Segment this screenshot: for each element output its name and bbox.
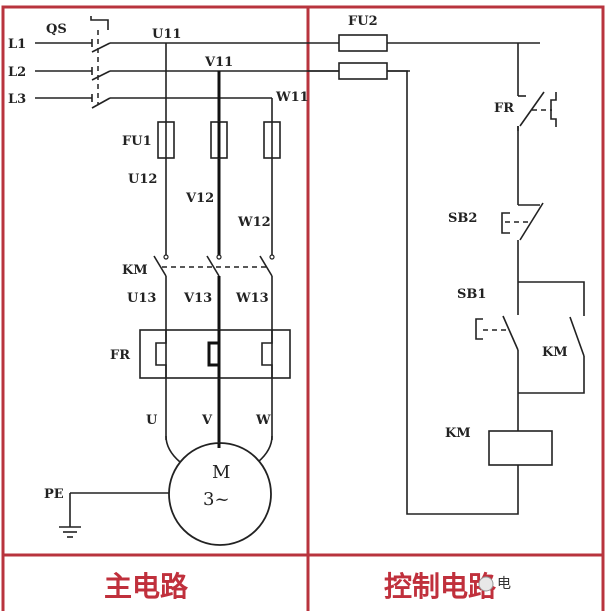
sb2-stop-button — [501, 202, 544, 241]
phase-label-l3: L3 — [8, 92, 26, 107]
fuse-fu2-1 — [338, 34, 388, 52]
contactor-label-km: KM — [122, 263, 148, 278]
km-contact-v — [206, 255, 220, 277]
watermark-icon — [478, 576, 494, 592]
fr-nc-contact — [517, 91, 557, 131]
km-main-contacts — [153, 254, 275, 277]
fuse-label-fu1: FU1 — [122, 134, 152, 149]
fr-heater-v — [207, 330, 221, 378]
fr-thermal-symbol — [550, 92, 557, 127]
node-w12: W12 — [237, 215, 271, 230]
overload-relay-fr — [139, 329, 291, 379]
km-aux-contact — [569, 316, 585, 357]
node-w13: W13 — [235, 291, 269, 306]
motor-terminal-w: W — [255, 413, 271, 428]
stop-button-label-sb2: SB2 — [448, 211, 477, 226]
qs-blade-1 — [91, 42, 111, 53]
motor-terminal-u: U — [146, 413, 158, 428]
node-u12: U12 — [128, 172, 157, 187]
aux-contact-label-km: KM — [542, 345, 568, 360]
node-v11: V11 — [204, 55, 233, 70]
fr-heater-w — [261, 330, 273, 378]
node-u13: U13 — [127, 291, 156, 306]
km-u-dot — [163, 254, 169, 260]
motor-symbol: M — [212, 462, 230, 483]
km-contact-w — [259, 255, 273, 277]
lead-w — [257, 435, 273, 463]
fr-contact-blade — [519, 91, 545, 127]
sb2-push-symbol — [501, 212, 510, 234]
main-circuit: L1 L2 L3 QS U11 V11 W11 FU — [8, 16, 540, 603]
qs-blade-2 — [91, 70, 111, 81]
overload-contact-label-fr: FR — [494, 101, 514, 116]
ground-label-pe: PE — [44, 487, 64, 502]
qs-handle — [90, 16, 109, 30]
fuse-label-fu2: FU2 — [348, 14, 378, 29]
coil-label-km: KM — [445, 426, 471, 441]
qs-blade-3 — [91, 97, 111, 109]
outer-frame — [1, 5, 605, 611]
km-v-dot — [216, 254, 222, 260]
fr-heater-u — [155, 330, 167, 378]
control-circuit: FU2 FR SB2 — [308, 14, 585, 603]
main-circuit-title: 主电路 — [104, 570, 189, 603]
overload-label-fr: FR — [110, 348, 130, 363]
sb1-blade — [502, 315, 519, 351]
node-v13: V13 — [183, 291, 212, 306]
node-v12: V12 — [185, 191, 214, 206]
switch-label-qs: QS — [46, 22, 67, 37]
qs-switch — [90, 16, 111, 109]
km-aux-branch-top — [518, 281, 585, 316]
km-coil — [488, 430, 553, 466]
ground-icon — [59, 526, 81, 538]
control-circuit-title: 控制电路 — [384, 570, 497, 603]
km-contact-u — [153, 255, 167, 277]
start-button-label-sb1: SB1 — [457, 287, 486, 302]
watermark-text: 电 — [497, 576, 511, 592]
lead-u — [165, 435, 181, 463]
km-w-dot — [269, 254, 275, 260]
motor-phase: 3~ — [203, 489, 230, 510]
sb1-start-button — [475, 315, 519, 351]
fuse-fu2-2 — [338, 62, 388, 80]
sb1-push-symbol — [475, 318, 483, 340]
node-u11: U11 — [152, 27, 181, 42]
phase-label-l1: L1 — [8, 37, 26, 52]
frame — [1, 5, 605, 611]
node-w11: W11 — [275, 90, 309, 105]
ctrl-return-wire — [406, 71, 519, 515]
km-aux-branch-bottom — [518, 356, 585, 394]
sb2-blade — [519, 202, 544, 241]
phase-label-l2: L2 — [8, 65, 26, 80]
motor-terminal-v: V — [201, 413, 213, 428]
